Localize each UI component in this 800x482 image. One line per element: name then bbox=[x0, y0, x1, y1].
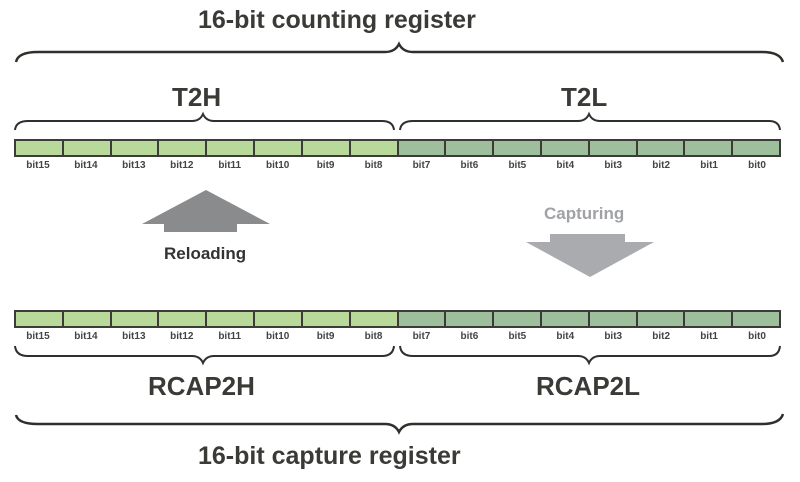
bit-label: bit11 bbox=[218, 331, 242, 342]
t2l-label: T2L bbox=[561, 82, 608, 112]
bit-label: bit11 bbox=[218, 160, 242, 171]
rcap2h-label: RCAP2H bbox=[148, 371, 255, 401]
counting-register-bit-labels: bit15 bit14 bit13 bit12 bit11 bit10 bit9 bit8 bi… bbox=[14, 160, 781, 171]
bit-label: bit9 bbox=[316, 160, 335, 171]
bit-label: bit15 bbox=[26, 331, 50, 342]
bit-label: bit15 bbox=[26, 160, 50, 171]
bit-cell-bit3 bbox=[589, 312, 638, 326]
bit-label: bit13 bbox=[122, 160, 146, 171]
bit-label: bit8 bbox=[364, 331, 383, 342]
t2h-brace bbox=[14, 111, 395, 131]
bit-label: bit7 bbox=[412, 160, 431, 171]
bit-label: bit13 bbox=[122, 331, 146, 342]
capturing-label: Capturing bbox=[544, 204, 625, 223]
bit-label: bit6 bbox=[460, 331, 479, 342]
bit-cell-bit5 bbox=[494, 312, 542, 326]
bit-cell-bit1 bbox=[685, 312, 734, 326]
bit-cell-bit4 bbox=[541, 141, 590, 155]
bit-cell-bit10 bbox=[255, 312, 303, 326]
bit-label: bit3 bbox=[604, 331, 623, 342]
bit-cell-bit12 bbox=[159, 141, 208, 155]
bit-cell-bit15 bbox=[16, 141, 64, 155]
bit-cell-bit12 bbox=[159, 312, 208, 326]
bit-cell-bit13 bbox=[111, 312, 160, 326]
capture-arrow-icon bbox=[526, 234, 654, 277]
bit-cell-bit6 bbox=[446, 141, 495, 155]
bit-label: bit7 bbox=[412, 331, 431, 342]
bit-label: bit0 bbox=[748, 160, 766, 171]
bit-label: bit5 bbox=[508, 160, 527, 171]
t2h-label: T2H bbox=[172, 82, 222, 112]
bit-label: bit9 bbox=[316, 331, 335, 342]
bit-label: bit4 bbox=[556, 331, 575, 342]
bit-label: bit12 bbox=[170, 160, 194, 171]
bit-label: bit10 bbox=[265, 331, 290, 342]
bit-label: bit14 bbox=[74, 160, 98, 171]
bit-label: bit3 bbox=[604, 160, 623, 171]
bit-label: bit14 bbox=[74, 331, 98, 342]
bit-label: bit10 bbox=[265, 160, 290, 171]
bit-cell-bit1 bbox=[685, 141, 734, 155]
bit-cell-bit14 bbox=[63, 312, 112, 326]
bit-label: bit12 bbox=[170, 331, 194, 342]
reloading-label: Reloading bbox=[164, 244, 247, 263]
bit-cell-bit11 bbox=[207, 312, 256, 326]
bit-cell-bit13 bbox=[111, 141, 160, 155]
bit-label: bit2 bbox=[652, 331, 671, 342]
t2l-brace bbox=[399, 111, 781, 131]
bit-label: bit1 bbox=[700, 160, 718, 171]
rcap2l-brace bbox=[399, 345, 781, 366]
capture-register-brace bbox=[14, 413, 785, 435]
bit-cell-bit6 bbox=[446, 312, 495, 326]
bit-cell-bit9 bbox=[302, 312, 351, 326]
capture-register-title: 16-bit capture register bbox=[198, 442, 461, 470]
bit-cell-bit8 bbox=[350, 312, 399, 326]
reload-arrow-icon bbox=[142, 190, 270, 232]
bit-cell-bit8 bbox=[350, 141, 399, 155]
bit-cell-bit2 bbox=[637, 312, 686, 326]
counting-register-brace bbox=[14, 41, 785, 63]
counting-register-bits bbox=[14, 139, 781, 157]
bit-label: bit2 bbox=[652, 160, 671, 171]
bit-cell-bit2 bbox=[637, 141, 686, 155]
bit-cell-bit14 bbox=[63, 141, 112, 155]
bit-label: bit5 bbox=[508, 331, 527, 342]
counting-register-title: 16-bit counting register bbox=[198, 6, 476, 34]
rcap2l-label: RCAP2L bbox=[536, 371, 641, 401]
bit-cell-bit5 bbox=[494, 141, 542, 155]
bit-cell-bit3 bbox=[589, 141, 638, 155]
bit-label: bit1 bbox=[700, 331, 718, 342]
capture-register-bit-labels: bit15 bit14 bit13 bit12 bit11 bit10 bit9 bit8 bi… bbox=[14, 331, 781, 342]
bit-cell-bit9 bbox=[302, 141, 351, 155]
bit-label: bit4 bbox=[556, 160, 575, 171]
bit-label: bit8 bbox=[364, 160, 383, 171]
bit-cell-bit11 bbox=[207, 141, 256, 155]
bit-cell-bit7 bbox=[398, 312, 447, 326]
rcap2h-brace bbox=[14, 345, 395, 366]
bit-label: bit0 bbox=[748, 331, 766, 342]
bit-cell-bit10 bbox=[255, 141, 303, 155]
capture-register-bits bbox=[14, 310, 781, 328]
bit-cell-bit0 bbox=[733, 312, 779, 326]
bit-cell-bit7 bbox=[398, 141, 447, 155]
bit-label: bit6 bbox=[460, 160, 479, 171]
bit-cell-bit15 bbox=[16, 312, 64, 326]
bit-cell-bit4 bbox=[541, 312, 590, 326]
bit-cell-bit0 bbox=[733, 141, 779, 155]
